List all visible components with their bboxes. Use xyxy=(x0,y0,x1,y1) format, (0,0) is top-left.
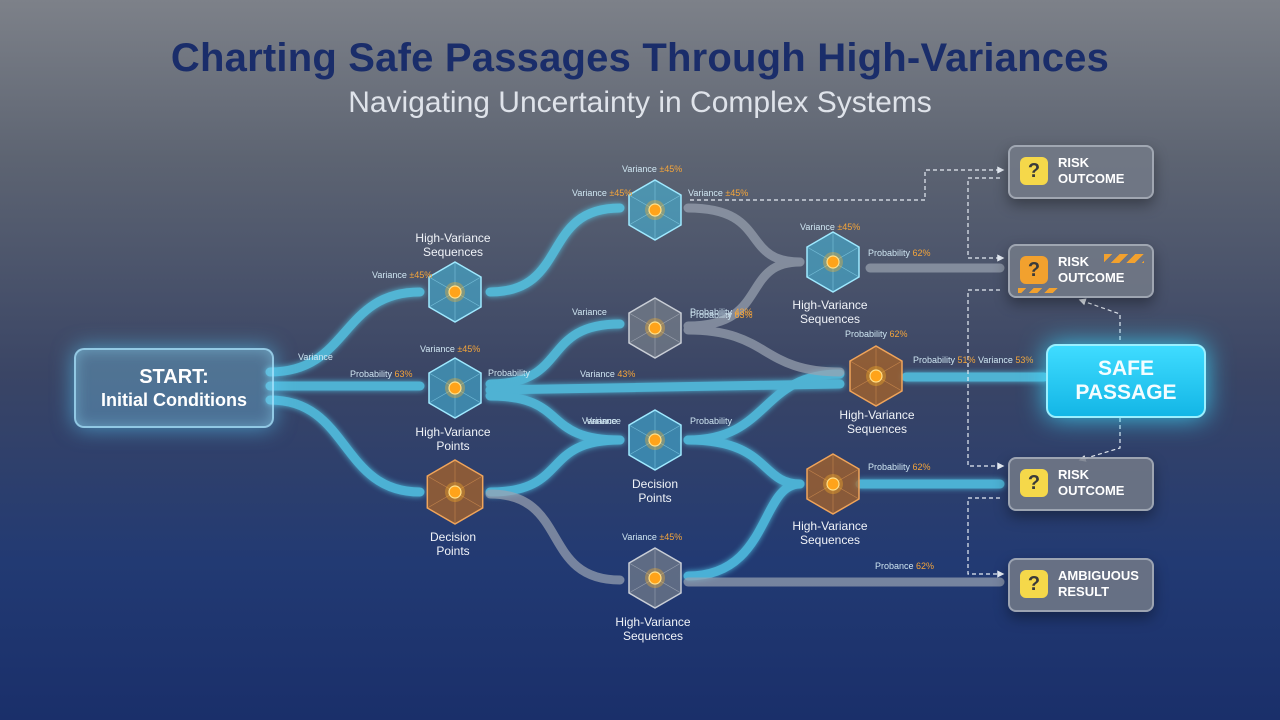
node-hv-sequences-2[interactable] xyxy=(806,231,860,293)
annotation-label: Variance ±45% xyxy=(622,532,682,542)
annotation-label: Variance ±45% xyxy=(688,188,748,198)
annotation-label: Variance 43% xyxy=(580,369,635,379)
diagram-title: Charting Safe Passages Through High-Vari… xyxy=(170,36,1110,80)
annotation-label: Probability 62% xyxy=(868,462,931,472)
path-mid-right xyxy=(683,257,805,331)
annotation-label: Variance xyxy=(298,352,333,362)
annotation-label: Probability 62% xyxy=(868,248,931,258)
node-decision-2[interactable] xyxy=(628,409,682,471)
path-lower-up xyxy=(485,435,625,497)
path-mid-center xyxy=(485,379,845,395)
question-icon: ? xyxy=(1020,469,1048,497)
annotation-label: Probance 62% xyxy=(875,561,934,571)
annotation-label: Probability xyxy=(690,416,733,426)
core-dot xyxy=(448,381,462,395)
question-icon: ? xyxy=(1020,256,1048,284)
annotation-label: Probability xyxy=(488,368,531,378)
start-node[interactable]: START: Initial Conditions xyxy=(74,348,274,428)
annotation-label: Variance ±45% xyxy=(622,164,682,174)
node-hv-points[interactable] xyxy=(428,357,482,419)
node-hv-sequences-4[interactable] xyxy=(806,453,860,515)
annotation-label: Probability 63% xyxy=(350,369,413,379)
start-label-line2: Initial Conditions xyxy=(101,390,247,410)
safe-passage-node[interactable]: SAFE PASSAGE xyxy=(1046,344,1206,418)
dashed-risk2-risk3 xyxy=(967,289,1005,470)
path-start-lower xyxy=(265,395,425,497)
node-top[interactable] xyxy=(628,179,682,241)
annotation-label: Probability 43% xyxy=(690,307,753,317)
question-icon: ? xyxy=(1020,570,1048,598)
core-dot xyxy=(826,477,840,491)
annotation-label: Variance ±45% xyxy=(572,188,632,198)
start-label-line1: START: xyxy=(139,366,209,388)
core-dot xyxy=(648,433,662,447)
core-dot xyxy=(648,321,662,335)
dashed-to-risk1 xyxy=(690,166,1005,201)
core-dot xyxy=(869,369,883,383)
question-icon: ? xyxy=(1020,157,1048,185)
path-lower-gray xyxy=(485,489,625,585)
path-mid-right2 xyxy=(683,325,845,377)
dashed-risk1-risk2 xyxy=(967,177,1005,262)
warning-stripe xyxy=(1104,254,1144,263)
core-dot xyxy=(448,485,462,499)
node-hv-sequences-3[interactable] xyxy=(849,345,903,407)
node-bottom[interactable] xyxy=(628,547,682,609)
annotation-label: Probability 51% xyxy=(913,355,976,365)
annotation-label: Variance ±45% xyxy=(420,344,480,354)
diagram-subtitle: Navigating Uncertainty in Complex System… xyxy=(348,86,932,119)
annotation-label: Variance xyxy=(582,416,617,426)
annotation-label: Variance 53% xyxy=(978,355,1033,365)
dashed-safe-up xyxy=(1078,298,1121,340)
core-dot xyxy=(648,571,662,585)
dashed-risk3-amb xyxy=(967,497,1005,578)
annotation-label: Variance xyxy=(572,307,607,317)
path-start-upper xyxy=(265,287,425,377)
core-dot xyxy=(826,255,840,269)
annotation-label: Probability 62% xyxy=(845,329,908,339)
core-dot xyxy=(648,203,662,217)
warning-stripe xyxy=(1018,288,1058,293)
annotation-label: Variance ±45% xyxy=(800,222,860,232)
node-decision-1[interactable] xyxy=(426,459,484,525)
path-center-up xyxy=(683,369,845,445)
path-top-right xyxy=(683,203,805,267)
node-hv-sequences-1[interactable] xyxy=(428,261,482,323)
node-mid[interactable] xyxy=(628,297,682,359)
annotation-label: Probability 63% xyxy=(690,310,753,320)
annotation-label: Variance xyxy=(586,416,621,426)
path-lower-up2 xyxy=(683,479,805,581)
annotation-label: Variance ±45% xyxy=(372,270,432,280)
path-upper-top xyxy=(485,203,625,297)
path-mid-up xyxy=(485,319,625,389)
core-dot xyxy=(448,285,462,299)
dashed-safe-down xyxy=(1078,418,1121,462)
safe-label-line2: PASSAGE xyxy=(1075,381,1177,404)
safe-label-line1: SAFE xyxy=(1097,357,1154,380)
